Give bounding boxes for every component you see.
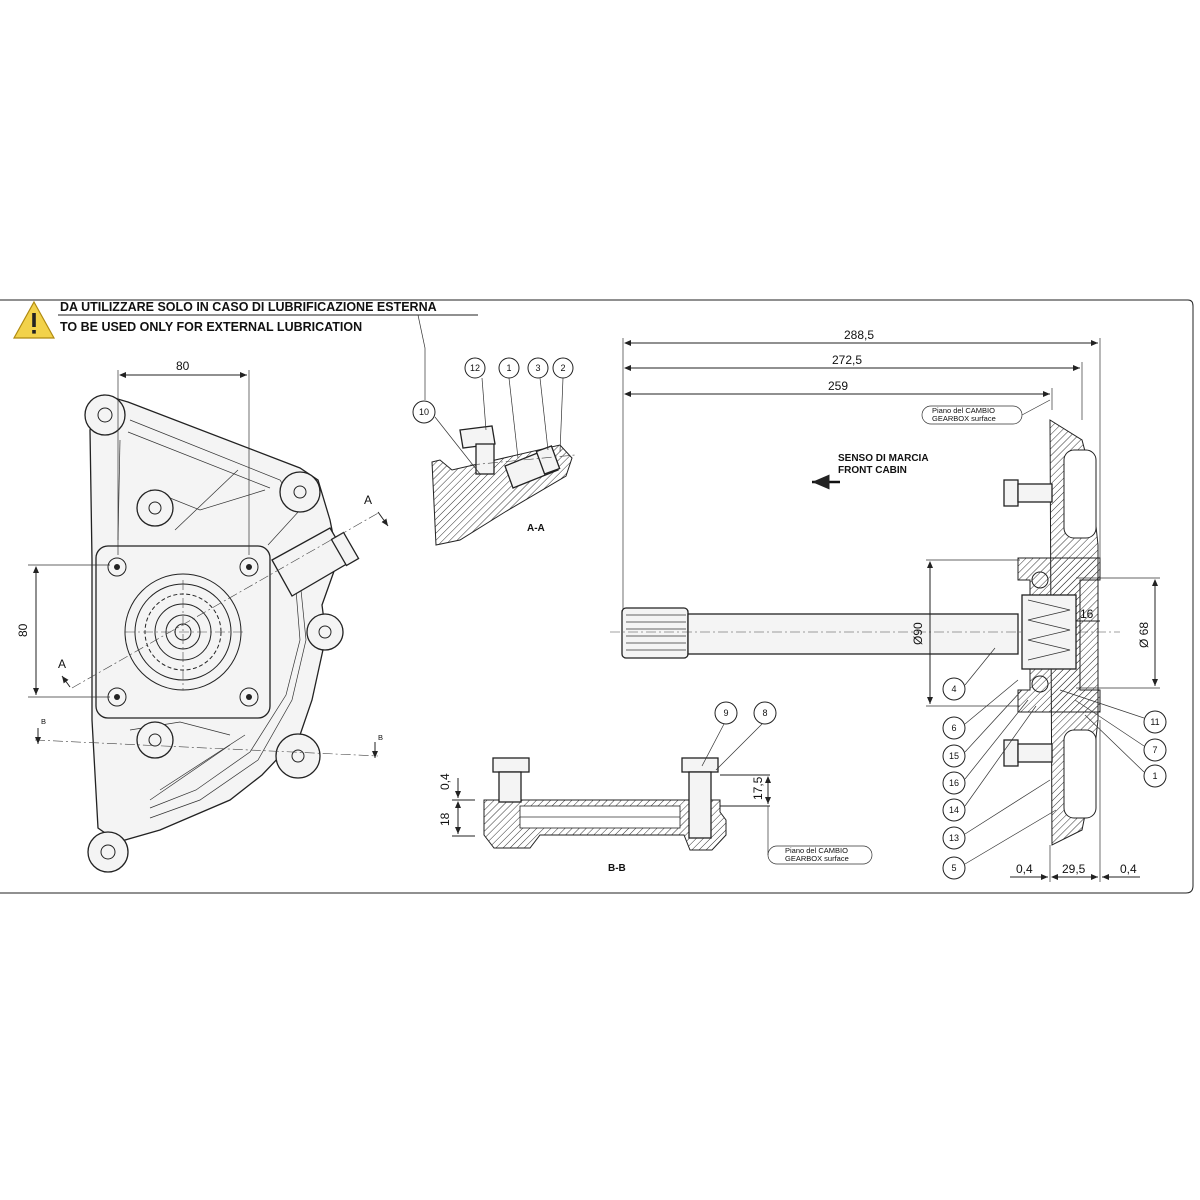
svg-text:11: 11 [1150, 717, 1159, 727]
svg-text:2: 2 [560, 363, 565, 373]
mount-hole-upper [136, 489, 174, 527]
dim-top-80: 80 [176, 359, 190, 373]
svg-text:10: 10 [419, 407, 429, 417]
warning-text-en: TO BE USED ONLY FOR EXTERNAL LUBRICATION [60, 320, 362, 334]
svg-text:4: 4 [951, 684, 956, 694]
dim-0-4-right: 0,4 [1120, 862, 1137, 876]
direction-en: FRONT CABIN [838, 465, 907, 476]
mount-hole-bottom [87, 831, 129, 873]
aa-balloons: 12 1 3 2 10 [412, 357, 574, 424]
svg-text:7: 7 [1152, 745, 1157, 755]
svg-text:9: 9 [723, 708, 728, 718]
svg-text:13: 13 [949, 833, 959, 843]
dim-29-5: 29,5 [1062, 862, 1086, 876]
section-a-bottom: A [58, 657, 66, 671]
direction-it: SENSO DI MARCIA [838, 453, 929, 464]
mount-hole-right-mid [306, 613, 344, 651]
sheet-frame [0, 299, 1194, 894]
svg-text:5: 5 [951, 863, 956, 873]
side-bolt-upper [1003, 479, 1053, 507]
warning-text-it: DA UTILIZZARE SOLO IN CASO DI LUBRIFICAZ… [60, 300, 437, 314]
svg-text:3: 3 [535, 363, 540, 373]
dia-68: Ø 68 [1137, 622, 1151, 648]
front-view: 80 80 A A B B [16, 359, 389, 873]
svg-text:15: 15 [949, 751, 959, 761]
section-a-top: A [364, 493, 372, 507]
section-b-left: B [41, 717, 46, 726]
dim-16: 16 [1080, 607, 1094, 621]
dim-288-5: 288,5 [844, 328, 874, 342]
bb-bolt-right [681, 757, 719, 839]
mount-hole-top [84, 394, 126, 436]
svg-text:8: 8 [762, 708, 767, 718]
section-aa-view: 12 1 3 2 10 A-A [412, 357, 576, 546]
dia-90: Ø90 [911, 622, 925, 645]
svg-text:14: 14 [949, 805, 959, 815]
mount-hole-lower [136, 721, 174, 759]
section-aa-label: A-A [527, 523, 545, 534]
bb-balloons: 9 8 [714, 701, 777, 725]
section-bb-view: 0,4 18 17,5 Piano del CAMBIO GEARBOX sur… [438, 701, 873, 874]
side-bolt-lower [1003, 739, 1053, 767]
bb-bolt-left [492, 757, 530, 803]
mount-hole-right-upper [279, 471, 321, 513]
side-housing [1017, 419, 1101, 846]
surface-en: GEARBOX surface [932, 414, 996, 423]
side-view: 288,5 272,5 259 Piano del CAMBIO GEARBOX… [610, 328, 1167, 882]
section-bb-label: B-B [608, 863, 626, 874]
bb-dim-175: 17,5 [751, 776, 765, 800]
dim-259: 259 [828, 379, 848, 393]
side-balloons-right: 11 7 1 [1143, 710, 1167, 788]
bb-dim-04: 0,4 [438, 773, 452, 790]
svg-text:16: 16 [949, 778, 959, 788]
dim-272-5: 272,5 [832, 353, 862, 367]
section-b-right: B [378, 733, 383, 742]
svg-text:12: 12 [470, 363, 480, 373]
svg-text:1: 1 [506, 363, 511, 373]
dim-0-4-left: 0,4 [1016, 862, 1033, 876]
svg-text:1: 1 [1152, 771, 1157, 781]
mount-hole-right-lower [275, 733, 321, 779]
dim-left-80: 80 [16, 623, 30, 637]
surface-it: Piano del CAMBIO [932, 406, 995, 415]
warning-triangle-icon [12, 300, 56, 339]
bb-surface-it: Piano del CAMBIO [785, 846, 848, 855]
bb-surface-en: GEARBOX surface [785, 854, 849, 863]
bb-dim-18: 18 [438, 812, 452, 826]
side-balloons-left: 4 6 15 16 14 13 5 [942, 677, 966, 880]
flange-bolt-holes [107, 557, 259, 707]
svg-text:6: 6 [951, 723, 956, 733]
lubrication-fitting [271, 527, 360, 597]
output-shaft [621, 607, 1019, 659]
